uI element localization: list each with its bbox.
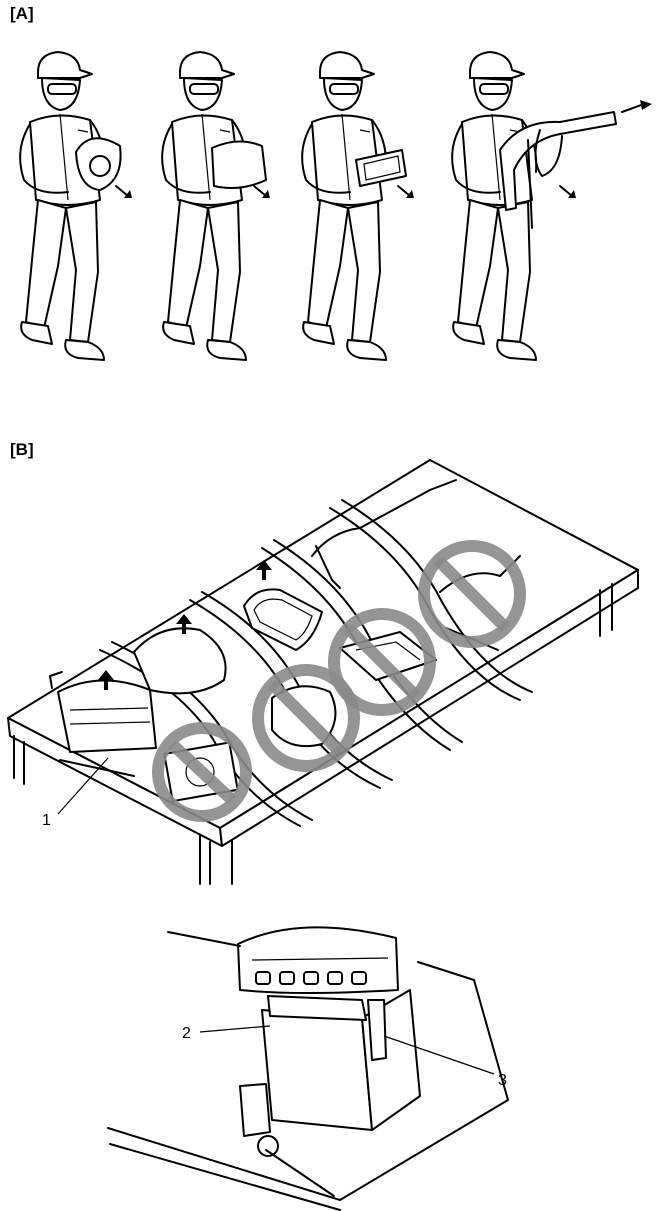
steering-airbag <box>133 614 227 695</box>
section-a-label: [A] <box>10 4 34 23</box>
worker-2 <box>161 51 270 361</box>
worker-1 <box>19 51 132 361</box>
callout-1: 1 <box>42 812 51 829</box>
worker-4 <box>451 51 652 361</box>
callout-2: 2 <box>182 1025 191 1042</box>
leader-3 <box>383 1035 495 1075</box>
knee-airbag <box>243 560 323 651</box>
prohibited-2 <box>252 664 360 772</box>
airbag-module-1 <box>49 670 157 777</box>
vise-assembly <box>107 926 509 1211</box>
leader-2 <box>199 1025 271 1033</box>
prohibited-1 <box>152 722 252 822</box>
section-b-label: [B] <box>10 440 34 459</box>
prohibited-4 <box>418 540 526 651</box>
leader-1 <box>57 757 109 815</box>
prohibited-3 <box>328 608 437 716</box>
curtain-airbag <box>311 479 457 589</box>
worker-3 <box>301 51 414 361</box>
